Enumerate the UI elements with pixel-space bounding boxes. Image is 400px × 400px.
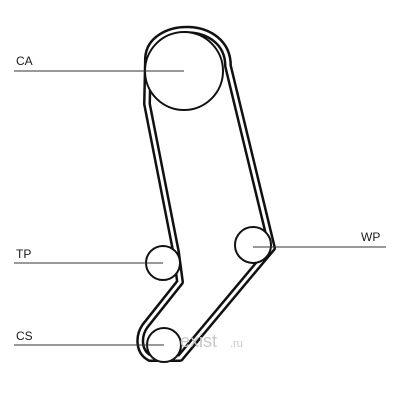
tp-label: TP <box>16 247 31 261</box>
water-pump-pulley <box>234 226 272 264</box>
watermark: exist .ru <box>180 331 243 351</box>
wp-label: WP <box>361 230 380 244</box>
cs-label: CS <box>16 329 33 343</box>
timing-belt-inner <box>138 28 274 360</box>
ca-label: CA <box>16 54 33 68</box>
timing-belt <box>136 25 276 362</box>
watermark-tld: .ru <box>230 338 243 350</box>
watermark-brand: exist <box>180 331 217 351</box>
